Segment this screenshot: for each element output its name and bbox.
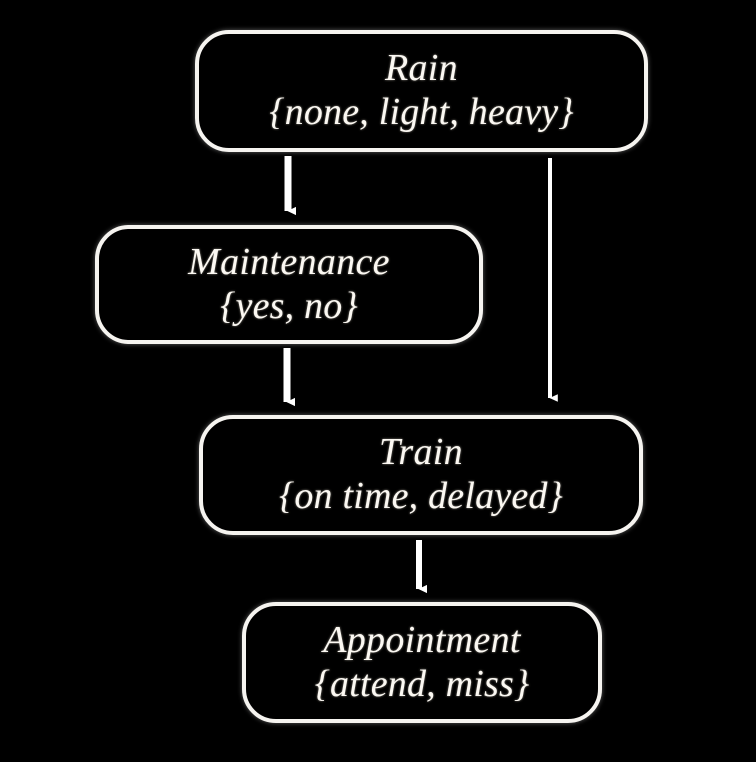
- node-train-label: Train: [379, 431, 463, 474]
- node-maintenance-label: Maintenance: [188, 240, 390, 283]
- node-rain[interactable]: Rain {none, light, heavy}: [195, 30, 648, 152]
- node-appointment-states: {attend, miss}: [314, 662, 530, 705]
- node-appointment-label: Appointment: [323, 618, 521, 661]
- node-rain-label: Rain: [385, 47, 458, 90]
- node-train-states: {on time, delayed}: [278, 475, 564, 517]
- node-maintenance[interactable]: Maintenance {yes, no}: [95, 225, 483, 344]
- node-train[interactable]: Train {on time, delayed}: [199, 415, 643, 535]
- node-rain-states: {none, light, heavy}: [269, 91, 574, 133]
- node-maintenance-states: {yes, no}: [220, 284, 358, 327]
- node-appointment[interactable]: Appointment {attend, miss}: [242, 602, 602, 723]
